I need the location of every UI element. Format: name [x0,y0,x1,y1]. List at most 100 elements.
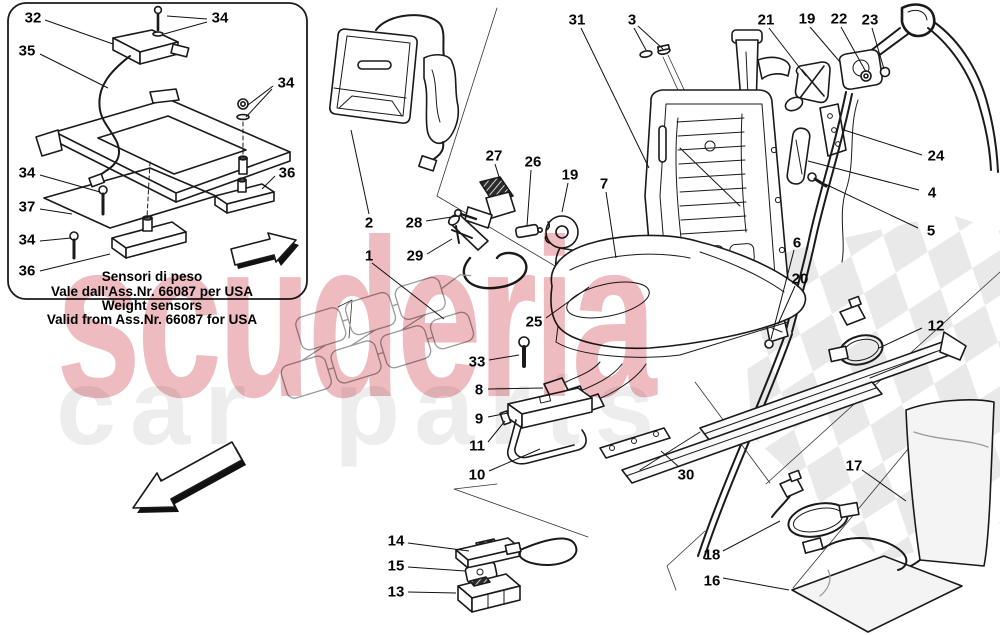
callout-label: 34 [19,165,36,182]
callout-label: 17 [846,458,863,475]
shield-cable-connector [418,155,438,172]
callout-leader-line [407,566,466,572]
callout-leader-line [488,354,520,361]
watermark-title: scuderia [56,193,658,444]
callout-label: 22 [831,11,848,28]
callout-leader-line [39,208,73,215]
callout-label: 5 [927,223,935,240]
headrest-guide-clips [639,43,671,58]
callout-leader-line [39,174,101,193]
callout-label: 16 [704,573,721,590]
callout-label: 30 [678,467,695,484]
note-line-4: Valid from Ass.Nr. 66087 for USA [47,312,258,327]
callout-label: 7 [600,176,608,193]
sensor-module-group [455,537,578,613]
callout-leader-line [350,129,370,215]
weight-sensor-inset [7,2,308,300]
callout-leader-line [637,25,664,50]
callout-leader-line [807,160,920,191]
cable-18 [771,469,860,538]
cushion-frame [499,234,967,484]
callout-leader-line [843,129,923,156]
callout-leader-line [605,191,617,259]
callout-label: 18 [704,547,721,564]
callout-label: 15 [388,558,405,575]
callout-leader-line [526,169,532,227]
callout-leader-line [39,237,72,242]
callout-label: 24 [928,148,945,165]
callout-leader-line [425,215,459,222]
cushion-heating-pad [791,555,963,633]
inset-fasteners [69,98,250,260]
occupant-sensor-mat [280,274,475,399]
direction-arrow-large [132,441,246,513]
pad-crease-2 [819,569,831,597]
note-line-3: Weight sensors [102,298,202,313]
cable-connector [88,173,106,188]
callout-label: 35 [19,43,36,60]
ecu-bracket [506,419,587,465]
callout-leader-line [245,88,273,118]
seat-belt-buckle-group [447,176,543,290]
callout-label: 10 [469,467,486,484]
callout-leader-line [247,85,274,106]
cable-12 [828,295,884,366]
callout-label: 11 [469,438,485,455]
callout-leader-line [371,262,445,320]
rail-bracket [599,427,671,459]
callout-leader-line [39,53,109,89]
callout-label: 13 [388,584,405,601]
callout-label: 12 [928,318,945,335]
callout-label: 8 [475,382,483,399]
seat-belt-assembly [697,3,999,559]
callout-label: 28 [406,215,423,232]
callout-label: 36 [19,263,36,280]
callout-leader-line [39,253,111,272]
callout-label: 34 [19,232,36,249]
callout-leader-line [660,450,680,468]
callout-label: 14 [388,533,405,550]
callout-leader-line [545,286,590,319]
callout-label: 34 [278,75,295,92]
callout-leader-line [407,542,470,552]
backrest-shield [329,14,460,172]
weight-sensor-cable [95,55,131,181]
callout-label: 32 [25,10,42,27]
weight-sensor-subframe [35,88,291,229]
callout-label: 9 [475,411,483,428]
note-line-1: Sensori di peso [102,269,203,284]
callout-label: 1 [365,248,373,265]
callout-leader-line [407,591,457,594]
callout-leader-line [488,448,541,472]
callout-leader-line [871,27,885,70]
callout-leader-line [561,182,569,213]
callout-label: 19 [799,11,816,28]
weight-sensor-bars [111,177,275,259]
direction-arrow-small [230,232,299,269]
callout-label: 19 [562,167,579,184]
callout-label: 29 [407,248,424,265]
callout-leader-line [722,577,790,591]
callout-label: 21 [758,12,775,29]
callout-label: 2 [365,215,373,232]
pad-crease [913,431,989,448]
callout-label: 20 [792,271,809,288]
callout-label: 34 [212,10,229,27]
callout-leader-line [768,27,807,77]
callout-leader-line [580,27,650,169]
callout-label: 4 [928,185,937,202]
callout-leader-line [770,249,795,340]
callout-leader-line [861,469,907,502]
callout-leader-line [494,163,501,181]
callout-label: 3 [628,12,636,29]
callout-leader-line [824,183,919,229]
callout-label: 25 [526,314,543,331]
callout-leader-line [878,327,923,349]
seat-ecu [507,387,593,429]
backrest-heating-pad [905,399,995,567]
callout-leader-line [166,15,208,20]
callout-leader-line [722,520,781,552]
weight-sensor-ecu [112,5,190,65]
